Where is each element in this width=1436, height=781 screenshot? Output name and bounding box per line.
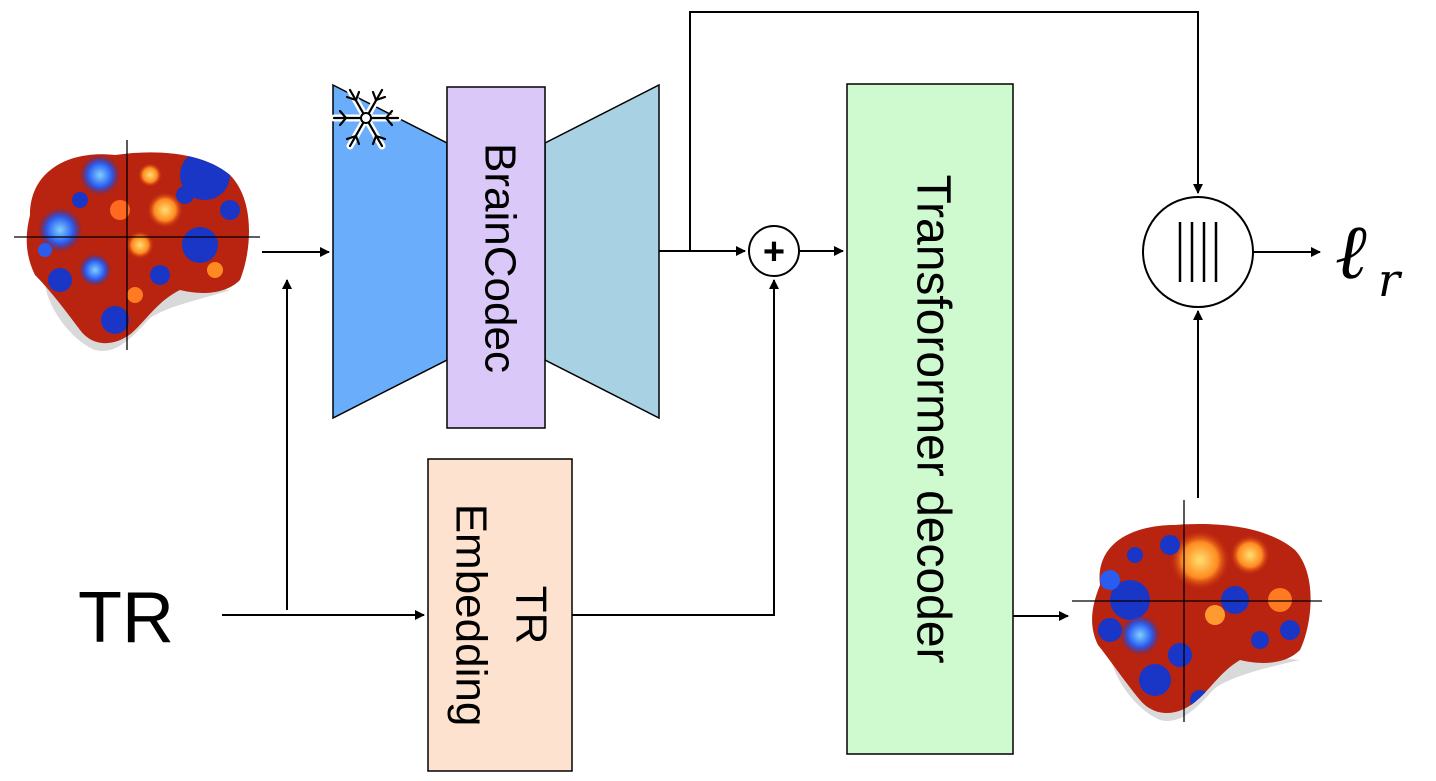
braincodec-label: BrainCodec [475,143,524,373]
loss-symbol: ℓ [1335,207,1367,296]
snowflake-icon [330,86,402,150]
tr-input-label: TR [78,578,174,658]
loss-subscript: r [1378,253,1403,307]
braincodec-box [446,86,546,429]
tr-embedding-box [427,458,573,772]
tr-embedding-label-line1: TR [506,586,555,645]
transformer-decoder-label: Transforormer decoder [906,174,959,663]
brain-map-input [14,140,260,351]
transformer-decoder-box [846,83,1014,755]
connectors [222,11,1321,621]
compare-operator [1142,196,1254,308]
loss-label: ℓ r [1335,207,1403,307]
encoder-trapezoid [332,83,448,420]
arrow-skip-to-compare [689,11,1203,251]
add-symbol: + [763,231,785,273]
add-operator: + [748,225,800,277]
decoder-trapezoid [544,83,660,420]
arrow-embedding-to-add [572,279,779,616]
tr-embedding-label-line2: Embedding [446,504,495,727]
brain-map-output [1072,500,1322,722]
